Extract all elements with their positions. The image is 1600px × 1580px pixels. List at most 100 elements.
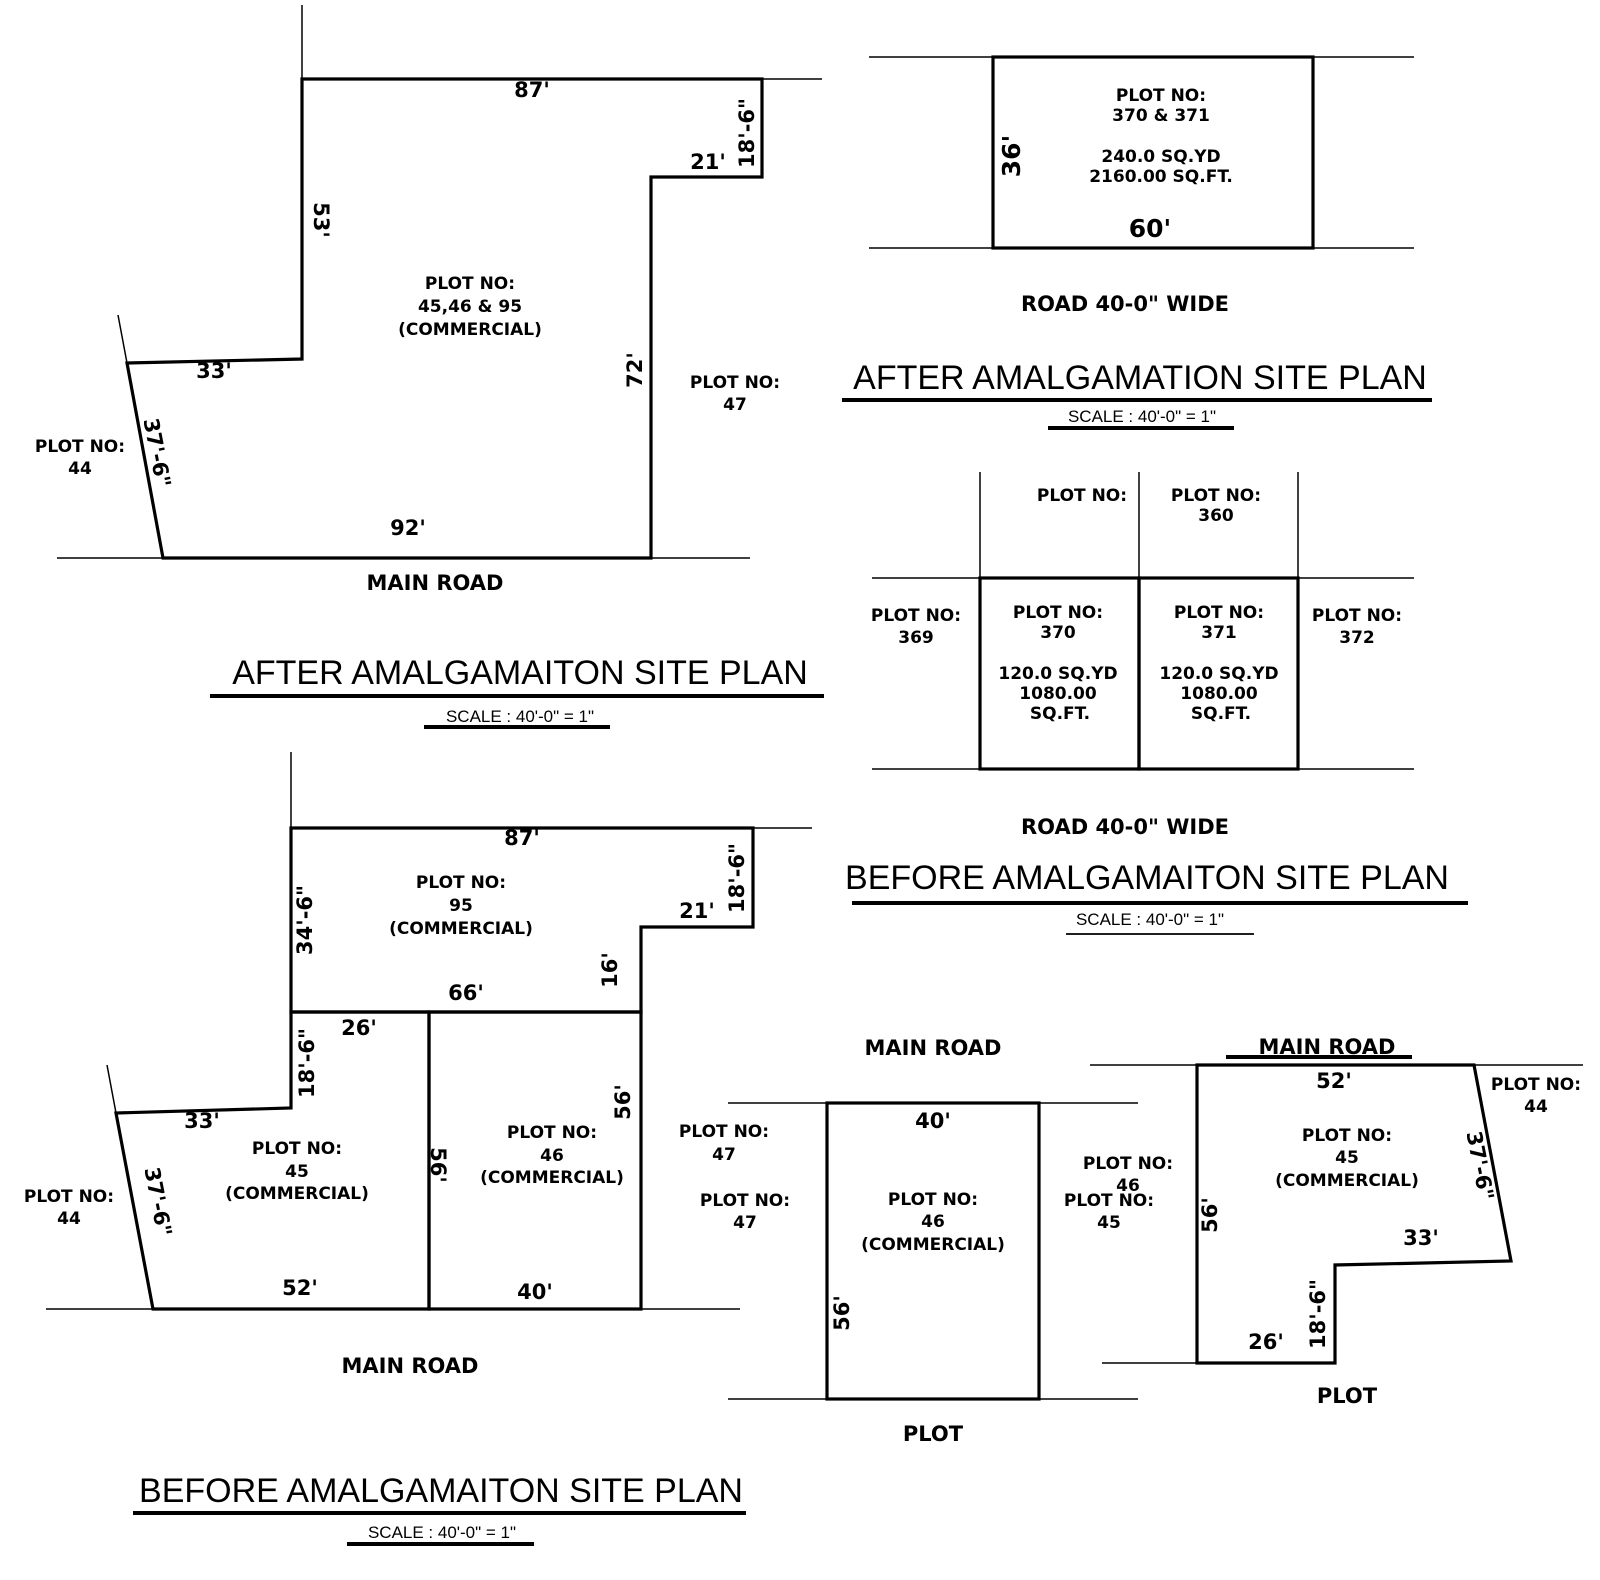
dimension-bottom-95: 66' bbox=[448, 981, 484, 1005]
plot-label-line: SQ.FT. bbox=[1030, 704, 1090, 724]
plot-label-line: (COMMERCIAL) bbox=[1275, 1171, 1419, 1191]
scale-note: SCALE : 40'-0" = 1" bbox=[368, 1523, 516, 1542]
plot-370-371-outline bbox=[991, 55, 1315, 250]
neighbor-plot-369: PLOT NO: 369 bbox=[871, 606, 961, 648]
dimension-step: 33' bbox=[1403, 1226, 1439, 1250]
dimension-top-45: 26' bbox=[341, 1016, 377, 1040]
neighbor-label-line: 369 bbox=[898, 628, 934, 648]
plot-label: PLOT NO: 45,46 & 95 (COMMERCIAL) bbox=[398, 274, 542, 340]
plan-title: BEFORE AMALGAMAITON SITE PLAN bbox=[845, 859, 1449, 897]
plot-label-line: PLOT NO: bbox=[416, 873, 506, 893]
dimension-divider: 56' bbox=[426, 1147, 450, 1183]
plot-371-label: PLOT NO: 371 120.0 SQ.YD 1080.00 SQ.FT. bbox=[1159, 603, 1278, 724]
neighbor-label-line: PLOT NO: bbox=[1312, 606, 1402, 626]
road-label: ROAD 40-0" WIDE bbox=[1021, 292, 1229, 316]
plot-label-line: 46 bbox=[540, 1146, 564, 1166]
neighbor-label-line: PLOT NO: bbox=[1064, 1191, 1154, 1211]
dimension-step: 21' bbox=[690, 150, 726, 174]
dimension-slant: 37'-6" bbox=[139, 1165, 176, 1238]
road-label-bottom: PLOT bbox=[1317, 1384, 1378, 1408]
road-label-bottom: PLOT bbox=[903, 1422, 964, 1446]
plot-label-line: 120.0 SQ.YD bbox=[1159, 664, 1278, 684]
plan-title: AFTER AMALGAMAITON SITE PLAN bbox=[232, 654, 808, 692]
neighbor-plot-372: PLOT NO: 372 bbox=[1312, 606, 1402, 648]
plot-label-line: (COMMERCIAL) bbox=[398, 320, 542, 340]
neighbor-label-line: PLOT NO: bbox=[35, 437, 125, 457]
dimension-bottom: 60' bbox=[1129, 214, 1171, 243]
neighbor-plot-47: PLOT NO: 47 bbox=[690, 373, 780, 415]
plot-95-label: PLOT NO: 95 (COMMERCIAL) bbox=[389, 873, 533, 939]
plan-title: BEFORE AMALGAMAITON SITE PLAN bbox=[139, 1472, 743, 1510]
boundary-line bbox=[117, 314, 128, 364]
plot-label-line: 45 bbox=[285, 1162, 309, 1182]
dimension-bottom: 92' bbox=[390, 516, 426, 540]
plot-label-line: 371 bbox=[1201, 623, 1237, 643]
road-label: MAIN ROAD bbox=[342, 1354, 479, 1378]
dimension-side: 56' bbox=[830, 1295, 854, 1331]
dimension-step: 21' bbox=[679, 899, 715, 923]
dimension-top: 87' bbox=[514, 78, 550, 102]
dimension-bottom-45: 52' bbox=[282, 1276, 318, 1300]
plot-label-line: 2160.00 SQ.FT. bbox=[1089, 167, 1233, 187]
neighbor-label-line: 47 bbox=[712, 1145, 736, 1165]
plot-label-line: PLOT NO: bbox=[507, 1123, 597, 1143]
neighbor-label-line: PLOT NO: bbox=[1171, 486, 1261, 506]
neighbor-label-line: 360 bbox=[1198, 506, 1234, 526]
dimension-bottom-46: 40' bbox=[517, 1280, 553, 1304]
plot-label-line: (COMMERCIAL) bbox=[389, 919, 533, 939]
plot-label-line: 1080.00 bbox=[1019, 684, 1097, 704]
scale-note: SCALE : 40'-0" = 1" bbox=[1076, 910, 1224, 929]
plot-45-outline bbox=[114, 1010, 431, 1311]
plot-label: PLOT NO: 46 (COMMERCIAL) bbox=[861, 1190, 1005, 1255]
neighbor-label-line: PLOT NO: bbox=[700, 1191, 790, 1211]
plot-370-label: PLOT NO: 370 120.0 SQ.YD 1080.00 SQ.FT. bbox=[998, 603, 1117, 724]
plot-label-line: SQ.FT. bbox=[1191, 704, 1251, 724]
plot-label-line: 95 bbox=[449, 896, 473, 916]
plot-46-label: PLOT NO: 46 (COMMERCIAL) bbox=[480, 1123, 624, 1188]
plot-label-line: PLOT NO: bbox=[252, 1139, 342, 1159]
plot-label-line: 370 bbox=[1040, 623, 1076, 643]
dimension-top: 87' bbox=[504, 826, 540, 850]
dimension-left-step: 33' bbox=[196, 359, 232, 383]
plot-label-line: PLOT NO: bbox=[888, 1190, 978, 1210]
plot-label-line: (COMMERCIAL) bbox=[480, 1168, 624, 1188]
plot-46-detail-plan: MAIN ROAD 40' 56' PLOT NO: 46 (COMMERCIA… bbox=[679, 1036, 1138, 1446]
dimension-step-45: 33' bbox=[184, 1109, 220, 1133]
plot-45-detail-plan: MAIN ROAD 52' 56' 37'-6" 33' 18'-6" 26' … bbox=[1064, 1035, 1583, 1408]
neighbor-label-line: PLOT NO: bbox=[690, 373, 780, 393]
plot-label-line: PLOT NO: bbox=[425, 274, 515, 294]
dimension-slant: 37'-6" bbox=[1461, 1129, 1498, 1202]
neighbor-plot-47-b: PLOT NO: 47 bbox=[700, 1191, 790, 1233]
dimension-right-46: 56' bbox=[611, 1084, 635, 1120]
plot-label-line: 45,46 & 95 bbox=[418, 297, 522, 317]
dimension-left-upper: 53' bbox=[309, 202, 333, 238]
before-amalgamation-left-plan: 87' 18'-6" 21' 34'-6" 16' 66' 26' 18'-6"… bbox=[24, 752, 812, 1546]
plot-45-label: PLOT NO: 45 (COMMERCIAL) bbox=[225, 1139, 369, 1204]
plot-label-line: PLOT NO: bbox=[1013, 603, 1103, 623]
neighbor-label-line: 44 bbox=[57, 1209, 81, 1229]
dimension-short: 18'-6" bbox=[1306, 1279, 1330, 1349]
dimension-right-long: 72' bbox=[623, 352, 647, 388]
after-amalgamation-right-plan: PLOT NO: 370 & 371 240.0 SQ.YD 2160.00 S… bbox=[842, 55, 1432, 430]
boundary-line bbox=[106, 1064, 117, 1114]
after-amalgamation-left-plan: 87' 18'-6" 21' 53' 33' 37'-6" 72' 92' PL… bbox=[35, 5, 824, 729]
plot-label-line: PLOT NO: bbox=[1116, 86, 1206, 106]
neighbor-label-line: 47 bbox=[723, 395, 747, 415]
dimension-bottom: 26' bbox=[1248, 1330, 1284, 1354]
scale-note: SCALE : 40'-0" = 1" bbox=[1068, 407, 1216, 426]
neighbor-label-line: 372 bbox=[1339, 628, 1375, 648]
road-label-top: MAIN ROAD bbox=[865, 1036, 1002, 1060]
neighbor-plot-44: PLOT NO: 44 bbox=[35, 437, 125, 479]
neighbor-label-line: 46 bbox=[1116, 1176, 1140, 1196]
plot-label-line: (COMMERCIAL) bbox=[225, 1184, 369, 1204]
neighbor-label-line: 47 bbox=[733, 1213, 757, 1233]
dimension-top: 40' bbox=[915, 1109, 951, 1133]
plot-label-line: 46 bbox=[921, 1212, 945, 1232]
plan-title: AFTER AMALGAMATION SITE PLAN bbox=[853, 359, 1427, 397]
plot-label-line: PLOT NO: bbox=[1174, 603, 1264, 623]
dimension-right-short: 18'-6" bbox=[735, 98, 759, 168]
plot-label-line: 1080.00 bbox=[1180, 684, 1258, 704]
plot-46-outline bbox=[825, 1101, 1041, 1401]
plot-46-outline bbox=[427, 1010, 643, 1311]
